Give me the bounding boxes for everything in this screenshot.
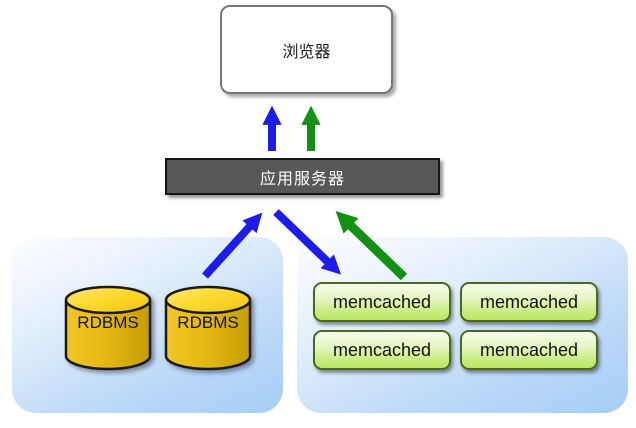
database-group-container: RDBMS RDBMS xyxy=(12,237,283,413)
browser-node: 浏览器 xyxy=(220,5,393,94)
memcached-node-3: memcached xyxy=(313,330,451,370)
cylinder-body-shape xyxy=(164,300,252,371)
memcached-node-1: memcached xyxy=(313,282,451,322)
cylinder-body-shape xyxy=(64,300,152,371)
rdbms-node-1: RDBMS xyxy=(63,284,153,372)
app-server-label: 应用服务器 xyxy=(259,170,345,188)
memcached-label: memcached xyxy=(479,339,579,360)
app-server-node: 应用服务器 xyxy=(165,158,440,195)
database-cylinder-icon xyxy=(64,285,152,371)
cache-group-container: memcached memcached memcached memcached xyxy=(297,237,628,413)
rdbms-node-2: RDBMS xyxy=(163,284,253,372)
cylinder-top-shape xyxy=(64,285,152,315)
cylinder-top-shape xyxy=(164,285,252,315)
memcached-node-4: memcached xyxy=(460,330,598,370)
rdbms-label: RDBMS xyxy=(77,313,139,332)
database-cylinder-icon xyxy=(164,285,252,371)
browser-label: 浏览器 xyxy=(282,43,331,61)
memcached-node-2: memcached xyxy=(460,282,598,322)
rdbms-label: RDBMS xyxy=(177,313,239,332)
memcached-label: memcached xyxy=(332,339,432,360)
memcached-label: memcached xyxy=(479,291,579,312)
memcached-label: memcached xyxy=(332,291,432,312)
